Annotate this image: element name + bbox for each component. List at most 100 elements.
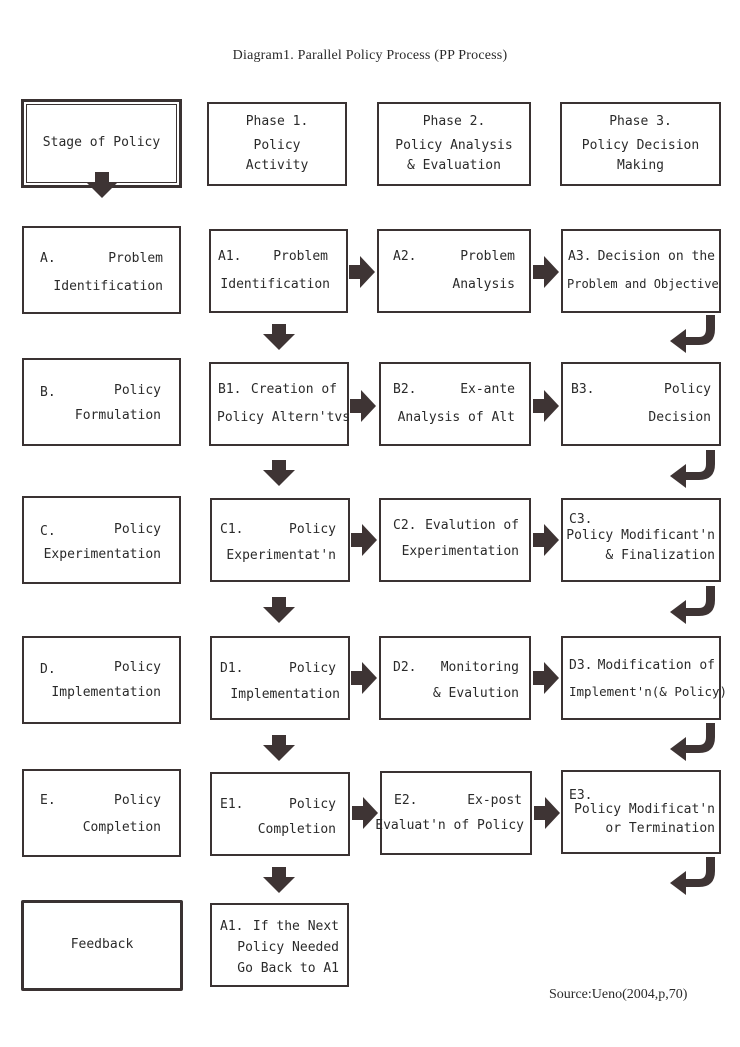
stage-d-code: D.: [40, 662, 56, 677]
d3-line-1: Modification of: [597, 658, 715, 673]
right-arrow-c1-c2: [351, 524, 377, 556]
right-arrow-e1-e2: [352, 797, 378, 829]
d2-line-2: & Evalution: [432, 686, 519, 701]
d1-line-1: Policy: [289, 661, 336, 676]
e1-code: E1.: [220, 797, 244, 812]
box-d1: D1. Policy Implementation: [210, 636, 350, 720]
phase-3-header: Phase 3. Policy Decision Making: [560, 102, 721, 186]
box-c2: C2. Evalution of Experimentation: [379, 498, 531, 582]
phase-3-number: Phase 3.: [609, 113, 672, 129]
c2-line-2: Experimentation: [401, 544, 519, 559]
box-c3: C3. Policy Modificant'n & Finalization: [561, 498, 721, 582]
phase-3-line-3: Making: [617, 158, 664, 174]
feedback-label: Feedback: [70, 937, 134, 953]
c1-code: C1.: [220, 522, 244, 537]
d1-line-2: Implementation: [230, 687, 340, 702]
e3-line-1: Policy Modificat'n: [574, 802, 715, 817]
a2-line-1: Problem: [460, 249, 515, 264]
b2-line-1: Ex-ante: [460, 382, 515, 397]
right-arrow-c2-c3: [533, 524, 559, 556]
stage-c-line-2: Experimentation: [43, 547, 161, 562]
stage-b-box: B. Policy Formulation: [22, 358, 181, 446]
d3-code: D3.: [569, 658, 593, 673]
stage-e-line-2: Completion: [82, 820, 161, 835]
d1-code: D1.: [220, 661, 244, 676]
e2-code: E2.: [394, 793, 418, 808]
phase-1-line-2: Policy: [253, 137, 301, 153]
e2-line-2: Evaluat'n of Policy: [375, 818, 524, 833]
down-arrow-c1-d1: [263, 597, 295, 623]
b3-line-1: Policy: [664, 382, 711, 397]
b1-line-2: Policy Altern'tvs: [217, 410, 351, 425]
a2-line-2: Analysis: [452, 277, 515, 292]
right-arrow-b2-b3: [533, 390, 559, 422]
right-arrow-a2-a3: [533, 256, 559, 288]
stage-d-box: D. Policy Implementation: [22, 636, 181, 724]
b2-code: B2.: [393, 382, 417, 397]
stage-a-line-1: Problem: [108, 251, 163, 266]
phase-3-line-2: Policy Decision: [581, 137, 700, 153]
phase-1-number: Phase 1.: [245, 113, 309, 129]
down-arrow-stage: [86, 172, 118, 198]
box-e2: E2. Ex-post Evaluat'n of Policy: [375, 771, 532, 855]
phase-2-line-2: Policy Analysis: [395, 137, 513, 153]
e1-line-2: Completion: [257, 822, 336, 837]
b2-line-2: Analysis of Alt: [397, 410, 515, 425]
box-a1: A1. Problem Identification: [209, 229, 348, 313]
a3-code: A3.: [568, 249, 592, 264]
stage-a-line-2: Identification: [53, 279, 163, 294]
c3-line-2: & Finalization: [605, 548, 715, 563]
stage-b-line-1: Policy: [114, 383, 161, 398]
stage-b-line-2: Formulation: [74, 408, 161, 423]
down-arrow-b1-c1: [263, 460, 295, 486]
box-b3: B3. Policy Decision: [561, 362, 721, 446]
box-d2: D2. Monitoring & Evalution: [379, 636, 531, 720]
source-citation: Source:Ueno(2004,p,70): [549, 987, 688, 1002]
return-arrow-c3-d: [668, 586, 718, 626]
right-arrow-a1-a2: [349, 256, 375, 288]
stage-c-line-1: Policy: [114, 522, 161, 537]
d2-code: D2.: [393, 660, 417, 675]
e3-line-2: or Termination: [605, 821, 715, 836]
stage-d-line-1: Policy: [114, 660, 161, 675]
c3-code: C3.: [569, 512, 593, 527]
right-arrow-e2-e3: [534, 797, 560, 829]
phase-2-number: Phase 2.: [422, 113, 486, 129]
c1-line-1: Policy: [289, 522, 336, 537]
e3-code: E3.: [569, 788, 593, 803]
stage-b-code: B.: [40, 385, 56, 400]
return-arrow-b3-c: [668, 450, 718, 490]
a1-line-1: Problem: [273, 249, 328, 264]
e1-line-1: Policy: [289, 797, 336, 812]
right-arrow-d1-d2: [351, 662, 377, 694]
down-arrow-d1-e1: [263, 735, 295, 761]
return-arrow-a3-b: [668, 315, 718, 355]
box-c1: C1. Policy Experimentat'n: [210, 498, 350, 582]
box-a2: A2. Problem Analysis: [377, 229, 531, 313]
stage-e-box: E. Policy Completion: [22, 769, 181, 857]
stage-c-code: C.: [40, 524, 56, 539]
b3-line-2: Decision: [648, 410, 711, 425]
phase-2-line-3: & Evaluation: [407, 158, 501, 174]
right-arrow-b1-b2: [350, 390, 376, 422]
stage-e-code: E.: [40, 793, 56, 808]
b1-code: B1.: [218, 382, 242, 397]
a1-line-2: Identification: [220, 277, 330, 292]
stage-c-box: C. Policy Experimentation: [22, 496, 181, 584]
a2-code: A2.: [393, 249, 417, 264]
diagram-title: Diagram1. Parallel Policy Process (PP Pr…: [232, 48, 508, 63]
box-b2: B2. Ex-ante Analysis of Alt: [379, 362, 531, 446]
a1-code: A1.: [218, 249, 242, 264]
stage-e-line-1: Policy: [114, 793, 161, 808]
box-d3: D3. Modification of Implement'n(& Policy…: [561, 636, 727, 720]
box-e3: E3. Policy Modificat'n or Termination: [561, 770, 721, 854]
phase-1-line-3: Activity: [245, 158, 309, 174]
c1-line-2: Experimentat'n: [226, 548, 336, 563]
return-arrow-e3-feedback: [668, 857, 718, 897]
stage-header-label: Stage of Policy: [42, 135, 161, 151]
box-feedback-a1: A1. If the Next Policy Needed Go Back to…: [210, 903, 349, 987]
box-b1: B1. Creation of Policy Altern'tvs: [209, 362, 351, 446]
feedback-a1-line-1: If the Next: [252, 919, 339, 934]
c3-line-1: Policy Modificant'n: [566, 528, 715, 543]
box-a3: A3. Decision on the Problem and Objectiv…: [561, 229, 721, 313]
